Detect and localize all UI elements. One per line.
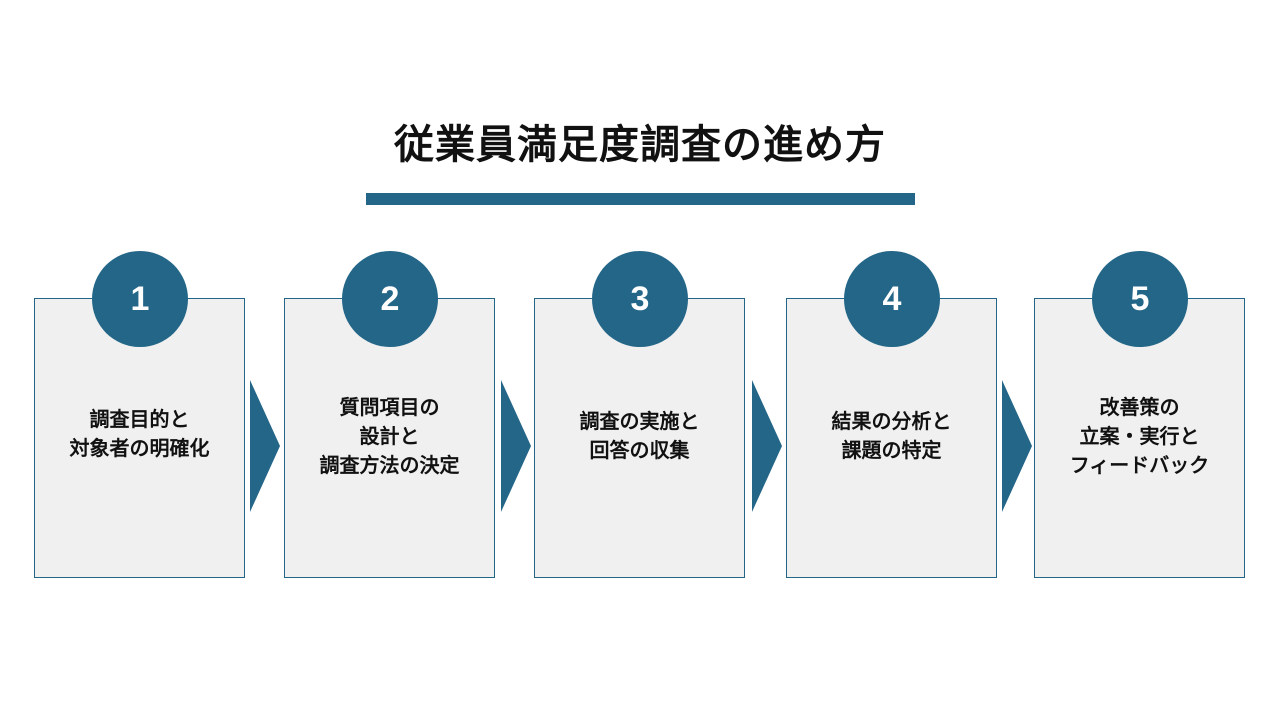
step-number-5: 5 [1092, 251, 1188, 347]
step-box-4: 結果の分析と 課題の特定 [786, 298, 997, 578]
step-text: 改善策の 立案・実行と フィードバック [1069, 395, 1210, 477]
chevron-right-icon [752, 380, 782, 512]
step-text: 調査目的と 対象者の明確化 [69, 407, 210, 460]
step-number-4: 4 [844, 251, 940, 347]
step-text: 調査の実施と 回答の収集 [579, 409, 700, 462]
step-number-2: 2 [342, 251, 438, 347]
chevron-right-icon [501, 380, 531, 512]
step-number-1: 1 [92, 251, 188, 347]
chevron-right-icon [1002, 380, 1032, 512]
page-title: 従業員満足度調査の進め方 [394, 122, 886, 168]
chevron-right-icon [250, 380, 280, 512]
step-number-3: 3 [592, 251, 688, 347]
step-text: 結果の分析と 課題の特定 [831, 409, 952, 462]
title-underline [366, 193, 915, 205]
step-text: 質問項目の 設計と 調査方法の決定 [319, 395, 460, 477]
